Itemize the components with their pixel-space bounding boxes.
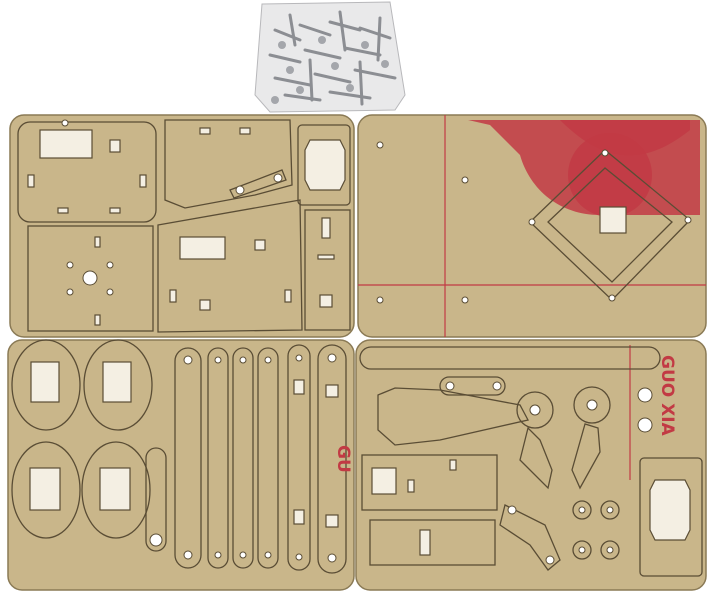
acrylic-sheet-top-right xyxy=(357,114,707,338)
screw-bag xyxy=(254,1,406,113)
acrylic-sheet-bottom-right: GUO XIA xyxy=(355,339,707,591)
gear-right xyxy=(571,386,611,490)
gear-left xyxy=(516,391,554,490)
printed-text-right: GUO XIA xyxy=(657,355,677,437)
acrylic-sheet-bottom-left: GU xyxy=(7,339,355,591)
acrylic-sheet-top-left xyxy=(9,114,355,338)
printed-text-left: GU xyxy=(333,445,353,473)
